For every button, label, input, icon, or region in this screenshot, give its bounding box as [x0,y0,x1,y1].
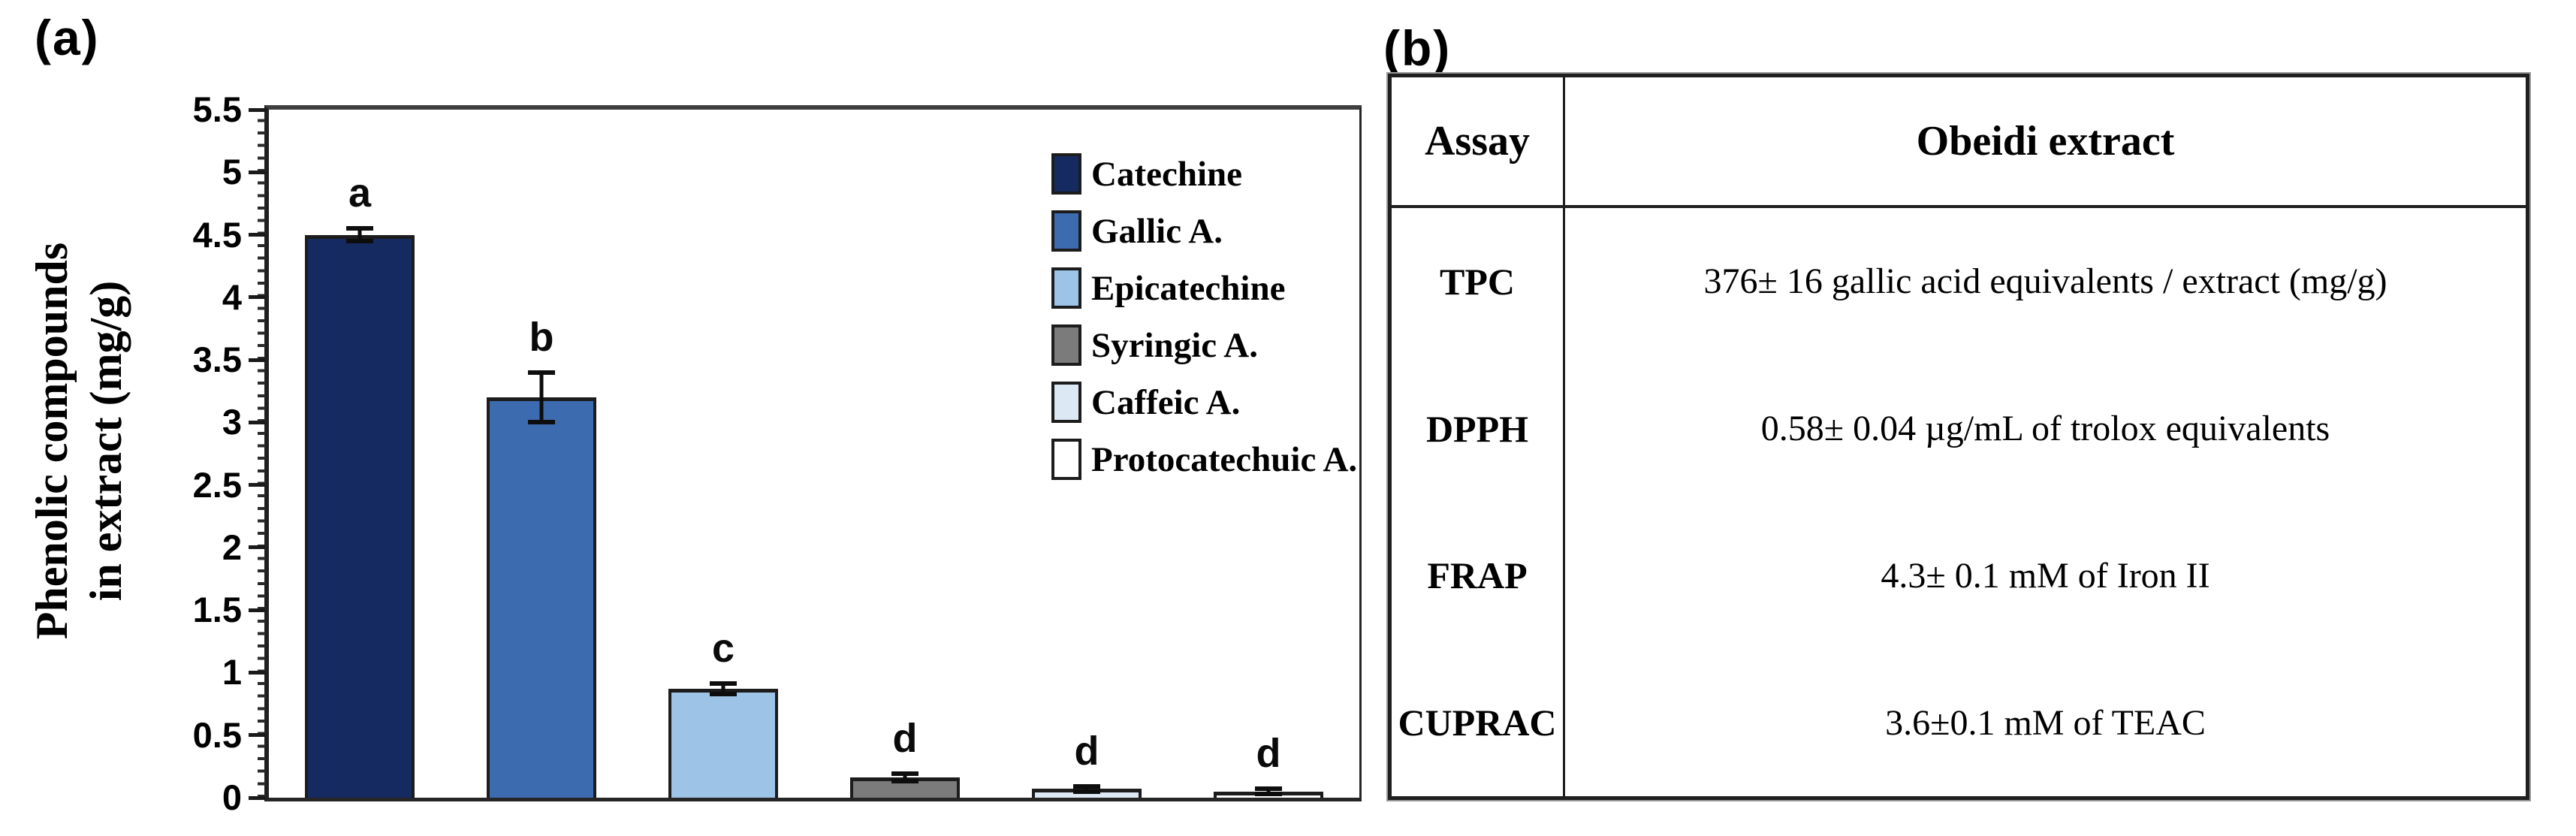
y-tick-label: 1.5 [192,590,242,630]
y-tick-mark [249,608,265,612]
plot-area: 0 0.5 1 1.5 2 2.5 3 3.5 4 4.5 5 5.5 a b c d d d Catechin… [193,89,1362,817]
y-tick-label: 2 [222,527,242,567]
panel-b-label: (b) [1383,20,1452,76]
bar-gallic-a [487,397,596,798]
y-tick-mark [249,295,265,300]
significance-letter: a [348,171,372,216]
y-tick-mark [249,358,265,362]
panel-a-label: (a) [35,10,100,65]
y-tick-mark [249,545,265,550]
legend-label: Caffeic A. [1091,382,1241,422]
y-tick-label: 2.5 [192,464,242,505]
error-bar-top-cap [346,226,373,231]
y-tick-mark [249,670,265,675]
legend-swatch-protocatechuic-a [1051,439,1081,480]
assay-table: Assay Obeidi extract TPC 376± 16 gallic a… [1386,72,2531,801]
error-bar-top-cap [528,370,555,375]
legend-swatch-catechine [1051,153,1081,195]
y-tick-label: 3 [222,402,242,442]
error-bar-bottom-cap [1073,789,1100,794]
y-tick-label: 3.5 [192,340,242,380]
assay-name: FRAP [1392,502,1565,650]
assay-name: TPC [1392,208,1565,355]
legend-swatch-syringic-a [1051,324,1081,366]
y-tick-label: 4.5 [192,214,242,255]
assay-table-header-row: Assay Obeidi extract [1392,77,2526,208]
legend-label: Epicatechine [1091,268,1286,308]
legend-label: Protocatechuic A. [1091,439,1358,479]
error-bar-bottom-cap [528,420,555,425]
bar-slot-caffeic-a: d [996,110,1178,798]
y-tick-label: 4 [222,276,242,317]
legend-item-epicatechine: Epicatechine [1051,267,1357,309]
error-bar-top-cap [710,681,737,687]
significance-letter: d [1256,731,1281,777]
assay-table-row-dpph: DPPH 0.58± 0.04 µg/mL of trolox equivalen… [1392,355,2526,503]
legend-item-syringic-a: Syringic A. [1051,324,1357,366]
significance-letter: d [892,716,918,762]
error-bar-top-cap [1073,784,1100,789]
error-bar-line [539,372,544,423]
y-tick-mark [249,483,265,487]
bar-slot-protocatechuic-a: d [1178,110,1359,798]
significance-letter: b [529,314,554,360]
y-tick-mark [249,170,265,174]
y-tick-label: 0 [222,777,242,817]
y-tick-mark [249,795,265,800]
error-bar-top-cap [1255,786,1282,792]
assay-table-row-cuprac: CUPRAC 3.6±0.1 mM of TEAC [1392,649,2526,796]
legend-label: Syringic A. [1091,325,1258,365]
y-axis-title-line1: Phenolic compounds [27,242,77,640]
error-bar-bottom-cap [1255,792,1282,797]
assay-table-row-tpc: TPC 376± 16 gallic acid equivalents / ext… [1392,208,2526,355]
legend-item-gallic-a: Gallic A. [1051,210,1357,252]
y-tick-mark [249,733,265,738]
legend-item-catechine: Catechine [1051,153,1357,195]
assay-name: DPPH [1392,355,1565,503]
assay-table-body: TPC 376± 16 gallic acid equivalents / ext… [1392,208,2526,796]
error-bar-bottom-cap [891,779,918,784]
assay-table-row-frap: FRAP 4.3± 0.1 mM of Iron II [1392,502,2526,650]
error-bar-bottom-cap [710,691,737,696]
bar-slot-epicatechine: c [632,110,814,798]
assay-name: CUPRAC [1392,649,1565,796]
assay-value: 3.6±0.1 mM of TEAC [1885,702,2206,743]
error-bar-line [721,684,725,694]
error-bar-line [1084,786,1089,792]
error-bar-line [903,774,907,782]
bar-slot-catechine: a [269,110,451,798]
assay-table-header-assay: Assay [1392,77,1565,205]
y-axis-minor-ticks [258,110,266,798]
bar-epicatechine [668,689,778,798]
y-tick-mark [249,420,265,424]
bar-slot-syringic-a: d [814,110,996,798]
assay-value: 0.58± 0.04 µg/mL of trolox equivalents [1760,409,2330,449]
legend-item-caffeic-a: Caffeic A. [1051,382,1357,423]
y-tick-mark [249,107,265,112]
y-tick-mark [249,233,265,237]
bar-series: a b c d d d [269,110,1359,798]
legend-swatch-gallic-a [1051,210,1081,252]
y-tick-label: 0.5 [192,714,242,755]
legend-label: Gallic A. [1091,211,1223,251]
legend-swatch-caffeic-a [1051,382,1081,423]
error-bar-bottom-cap [346,238,373,243]
bar-slot-gallic-a: b [451,110,632,798]
assay-value: 376± 16 gallic acid equivalents / extrac… [1703,261,2387,302]
y-tick-label: 5 [222,152,242,192]
legend-swatch-epicatechine [1051,267,1081,309]
error-bar-line [1266,789,1271,795]
assay-value: 4.3± 0.1 mM of Iron II [1881,555,2210,596]
y-tick-label: 1 [222,652,242,693]
significance-letter: d [1074,729,1099,774]
legend-label: Catechine [1091,154,1243,194]
error-bar-line [357,228,362,241]
y-tick-label: 5.5 [192,89,242,129]
significance-letter: c [711,626,735,672]
error-bar-top-cap [891,771,918,777]
assay-table-header-extract: Obeidi extract [1916,118,2175,164]
bar-catechine [305,234,415,798]
legend-item-protocatechuic-a: Protocatechuic A. [1051,439,1357,480]
